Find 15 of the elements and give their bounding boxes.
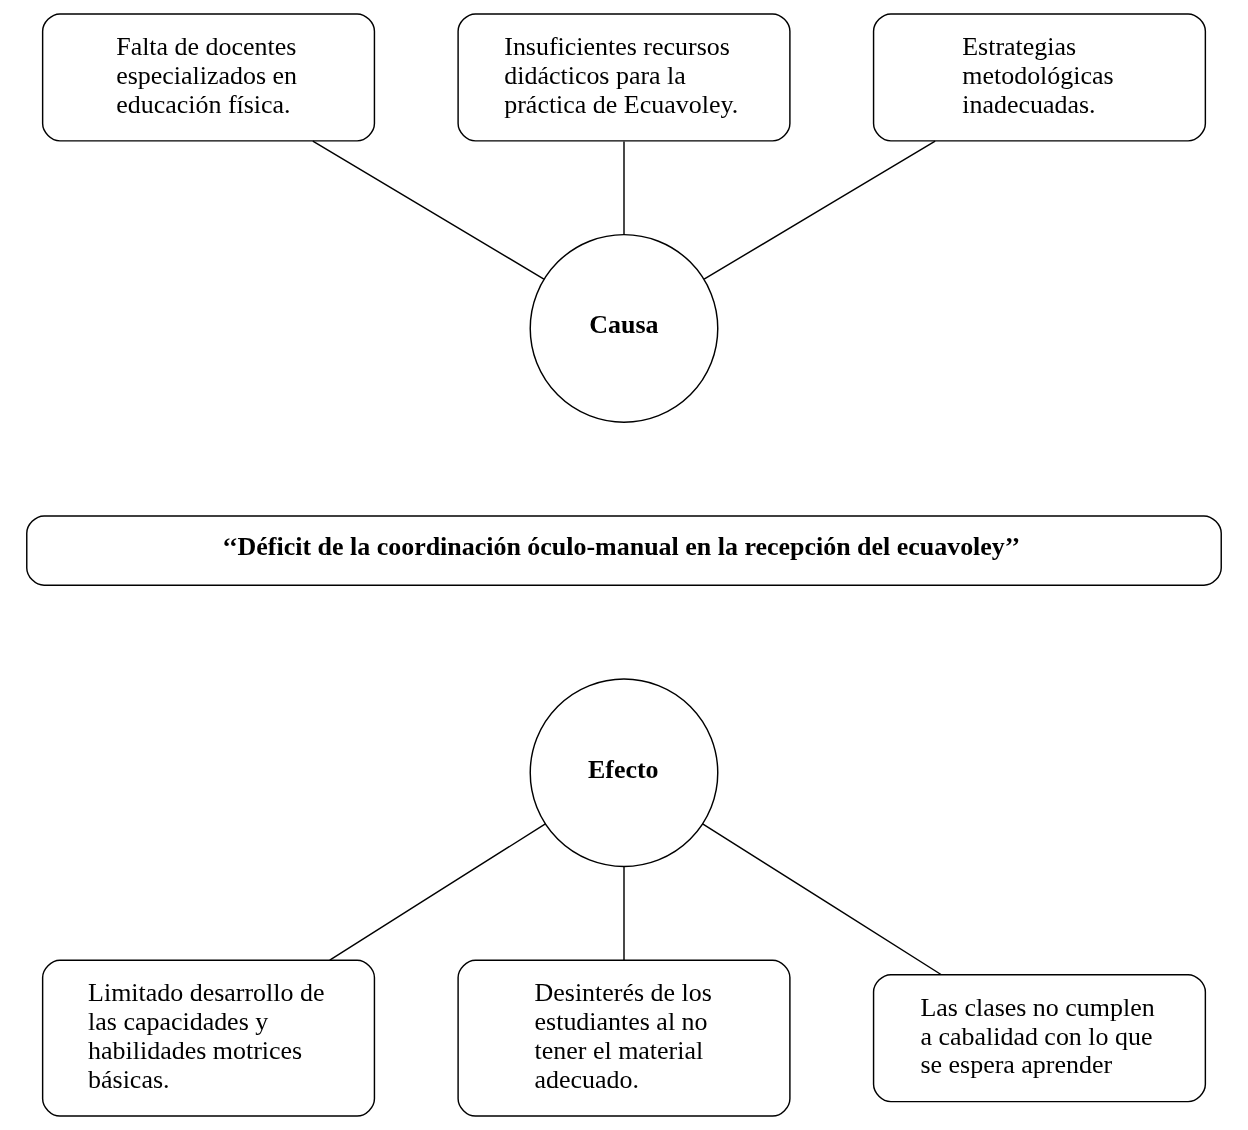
connector (312, 140, 545, 280)
node-box: Desinterés de los estudiantes al no tener el material adecuado. (457, 959, 791, 1117)
connector (623, 140, 625, 236)
node-box: ‘‘Déficit de la coordinación óculo-manual en la recepción del ecuavoley’’ (26, 515, 1222, 586)
connector (703, 140, 936, 280)
node-box: Falta de docentes especializados en educación física. (41, 13, 376, 142)
connector (329, 823, 547, 961)
node-box: Insuficientes recursos didácticos para la práctica de Ecuavoley. (457, 13, 791, 142)
connector (623, 866, 625, 961)
node-circle: Causa (529, 233, 719, 423)
node-circle: Efecto (529, 678, 719, 868)
node-box: Las clases no cumplen a cabalidad con lo que se espera aprender (872, 973, 1207, 1103)
node-box: Limitado desarrollo de las capacidades y habilidades motrices básicas. (41, 959, 376, 1117)
connector (701, 823, 942, 976)
node-box: Estrategias metodológicas inadecuadas. (872, 13, 1207, 142)
